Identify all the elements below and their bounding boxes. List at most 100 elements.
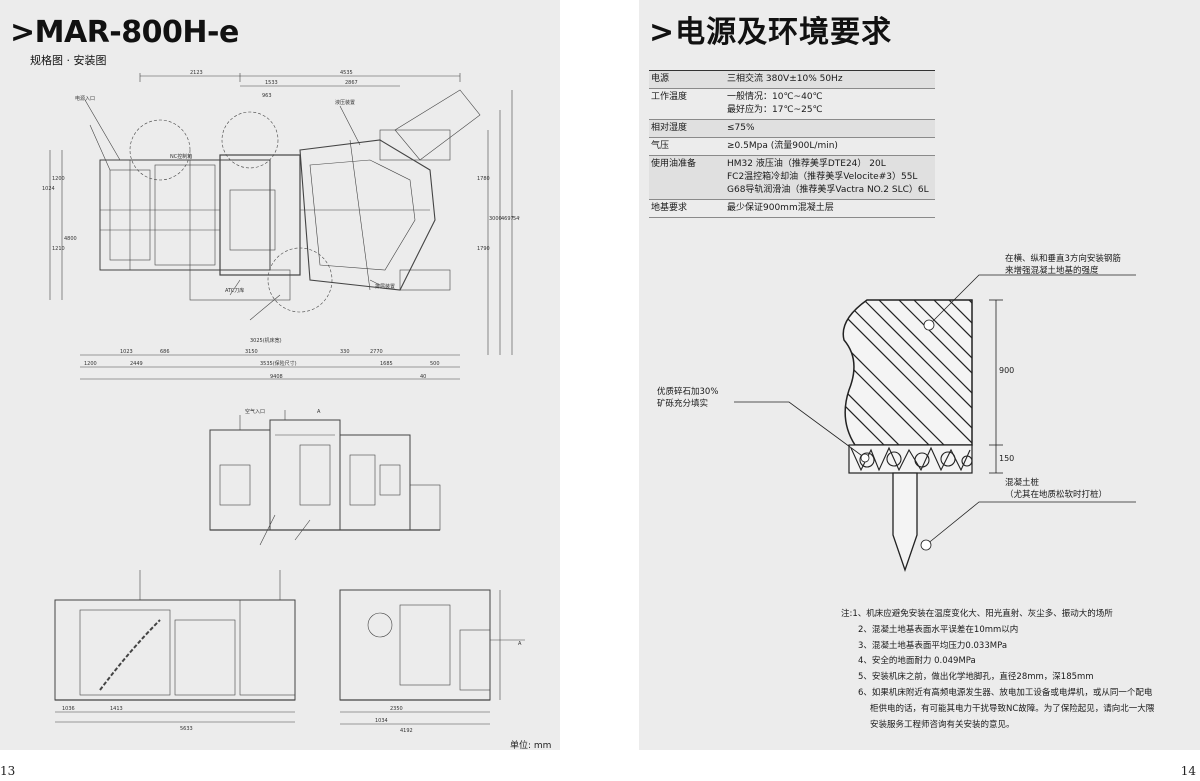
dim-top-h: 3000 [489, 216, 502, 222]
spec-table: 电源 三相交流 380V±10% 50Hz 工作温度 一般情况：10℃~40℃ … [649, 70, 935, 218]
rebar-line-1: 在横、纵和垂直3方向安装钢筋 [1005, 254, 1121, 264]
view-marker-a: A [317, 409, 321, 415]
spec-line: FC2温控箱冷却油（推荐美孚Velocite#3）55L [727, 172, 918, 182]
label-air-inlet: 空气入口 [245, 408, 265, 415]
spec-line: ≤75% [727, 123, 755, 133]
concrete-slab [842, 299, 973, 446]
side-view-left-drawing: 1036 1413 5633 [40, 560, 310, 735]
dim-side-f: 4192 [400, 728, 413, 734]
spec-row: 地基要求 最少保证900mm混凝土层 [649, 200, 935, 218]
gravel-line-1: 优质碎石加30% [657, 387, 719, 397]
dim-150: 150 [999, 454, 1014, 463]
dim-bot-i: 1685 [380, 361, 393, 367]
dim-top-a: 2123 [190, 70, 203, 76]
note-item: 6、如果机床附近有高频电源发生器、放电加工设备或电焊机，或从同一个配电 [858, 687, 1153, 698]
label-power-inlet: 电源入口 [75, 95, 95, 102]
spec-value: ≤75% [727, 122, 935, 135]
spec-value: ≥0.5Mpa (流量900L/min) [727, 140, 935, 153]
section-title: >电源及环境要求 [649, 15, 893, 50]
foundation-diagram: 900 150 [639, 240, 1200, 610]
dim-side-e: 1034 [375, 718, 388, 724]
dim-top-b: 4535 [340, 70, 353, 76]
drawing-subtitle: 规格图 · 安装图 [30, 54, 107, 67]
dim-top-l: 1200 [52, 176, 65, 182]
dim-top-n: 1210 [52, 246, 65, 252]
spec-label: 电源 [651, 74, 670, 84]
spec-value: 三相交流 380V±10% 50Hz [727, 73, 935, 86]
note-item: 注:1、机床应避免安装在温度变化大、阳光直射、灰尘多、振动大的场所 [841, 609, 1113, 619]
side-view-left-svg: 1036 1413 5633 [54, 570, 296, 732]
pile-line-2: （尤其在地质松软时打桩） [1005, 490, 1108, 500]
front-elevation-svg: 空气入口 A [209, 408, 441, 546]
spec-line: G68导轨润滑油（推荐美孚Vactra NO.2 SLC）6L [727, 185, 929, 195]
spec-line: 最少保证900mm混凝土层 [727, 203, 834, 213]
dim-side-c: 5633 [180, 726, 193, 732]
note-item: 安装服务工程师咨询有关安装的意见。 [870, 719, 1015, 730]
rebar-line-2: 来增强混凝土地基的强度 [1005, 266, 1099, 276]
dim-side-d: 2350 [390, 706, 403, 712]
dimension-lines [989, 299, 1003, 474]
dim-top-c: 1533 [265, 80, 278, 86]
page-number-right: 14 [1180, 764, 1196, 778]
spec-line: 一般情况：10℃~40℃ [727, 92, 823, 102]
dim-top-f: 1780 [477, 176, 490, 182]
dim-bot-j: 500 [430, 361, 440, 367]
dim-bot-k: 9408 [270, 374, 283, 380]
dim-top-d: 2867 [345, 80, 358, 86]
dim-bot-h: 3535(保险尺寸) [260, 360, 297, 367]
spec-line: ≥0.5Mpa (流量900L/min) [727, 141, 838, 151]
note-item: 5、安装机床之前，做出化学地脚孔，直径28mm，深185mm [858, 672, 1094, 683]
gravel-line-2: 矿砾充分填实 [657, 399, 709, 409]
spec-label: 工作温度 [651, 92, 688, 102]
pile-annotation: 混凝土桩 （尤其在地质松软时打桩） [1005, 477, 1107, 501]
dim-bot-f: 1200 [84, 361, 97, 367]
note-item: 柜供电的话，有可能其电力干扰导致NC故障。为了保险起见，请向北一大隈 [870, 703, 1155, 714]
note-item: 2、混凝土地基表面水平误差在10mm以内 [858, 624, 1019, 635]
side-view-right-drawing: 2350 1034 4192 A [330, 560, 530, 735]
plan-view-drawing: 2123 4535 1533 2867 963 1780 1790 3000 4… [40, 70, 520, 390]
spec-row: 工作温度 一般情况：10℃~40℃ 最好应为：17℃~25℃ [649, 89, 935, 120]
spec-row: 相对湿度 ≤75% [649, 120, 935, 138]
dim-bot-b: 686 [160, 349, 170, 355]
note-item: 4、安全的地面耐力 0.049MPa [858, 656, 976, 667]
spec-label: 相对湿度 [651, 123, 688, 133]
dim-top-j: 5497 [513, 216, 520, 222]
plan-view-svg: 2123 4535 1533 2867 963 1780 1790 3000 4… [42, 70, 520, 380]
foundation-svg: 900 150 [734, 274, 1136, 573]
spec-line: 三相交流 380V±10% 50Hz [727, 74, 843, 84]
spec-value: HM32 液压油（推荐美孚DTE24） 20L FC2温控箱冷却油（推荐美孚Ve… [727, 158, 935, 197]
dim-top-k: 1024 [42, 186, 55, 192]
page-number-left: 13 [0, 764, 16, 778]
view-marker-a-side: A [518, 641, 522, 647]
spec-value: 一般情况：10℃~40℃ 最好应为：17℃~25℃ [727, 91, 935, 117]
model-title: >MAR-800H-e [10, 15, 239, 50]
dim-top-g: 1790 [477, 246, 490, 252]
leader-lines [734, 274, 1136, 551]
spec-label: 气压 [651, 141, 670, 151]
dim-side-b: 1413 [110, 706, 123, 712]
front-elevation-drawing: 空气入口 A [200, 405, 450, 555]
gravel-stones [850, 446, 973, 472]
dim-top-e: 963 [262, 93, 272, 99]
label-chip-conveyor: 排屑装置 [375, 283, 395, 290]
unit-label: 单位: mm [510, 741, 552, 750]
label-nc-box: NC控制箱 [170, 153, 192, 160]
right-page: >电源及环境要求 电源 三相交流 380V±10% 50Hz 工作温度 一般情况… [639, 0, 1200, 750]
gravel-annotation: 优质碎石加30% 矿砾充分填实 [657, 386, 718, 410]
concrete-pile [892, 472, 918, 573]
dim-side-a: 1036 [62, 706, 75, 712]
dim-top-i: 4697 [501, 216, 514, 222]
left-page: >MAR-800H-e 规格图 · 安装图 [0, 0, 560, 750]
label-hydraulic-unit: 液压装置 [335, 99, 355, 106]
dim-900: 900 [999, 366, 1014, 375]
spec-line: 最好应为：17℃~25℃ [727, 105, 823, 115]
dim-bot-e: 2770 [370, 349, 383, 355]
spec-row: 使用油准备 HM32 液压油（推荐美孚DTE24） 20L FC2温控箱冷却油（… [649, 156, 935, 200]
pile-line-1: 混凝土桩 [1005, 478, 1040, 488]
dim-bot-m: 40 [420, 374, 426, 380]
spec-line: HM32 液压油（推荐美孚DTE24） 20L [727, 159, 886, 169]
installation-notes: 注:1、机床应避免安装在温度变化大、阳光直射、灰尘多、振动大的场所 2、混凝土地… [841, 607, 1191, 733]
dim-bot-d: 330 [340, 349, 350, 355]
note-item: 3、混凝土地基表面平均压力0.033MPa [858, 640, 1008, 651]
spec-value: 最少保证900mm混凝土层 [727, 202, 935, 215]
